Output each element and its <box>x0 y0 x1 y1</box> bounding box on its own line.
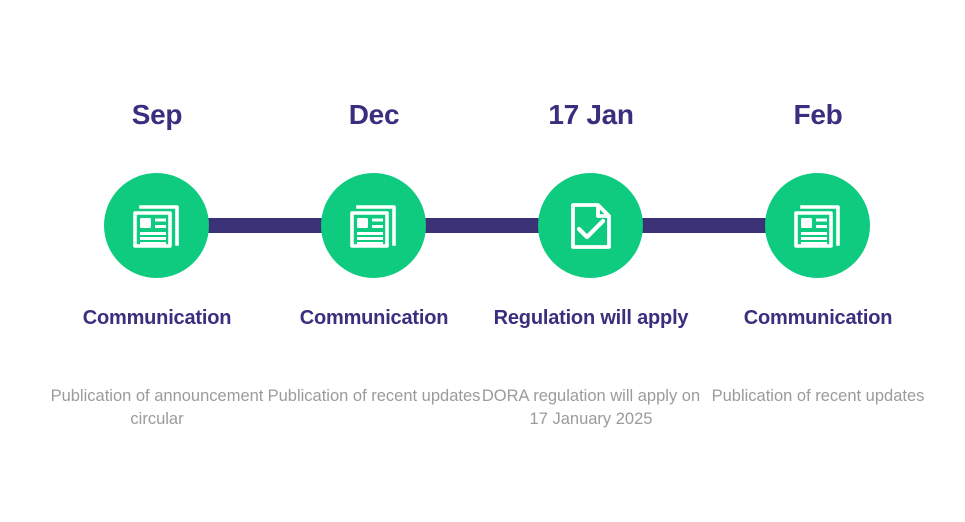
milestone-date: Dec <box>348 99 400 130</box>
milestone-17-jan[interactable]: 17 Jan Regulation will apply DORA regula… <box>481 0 701 522</box>
milestone-icon-circle[interactable] <box>765 173 870 278</box>
milestone-title: Regulation will apply <box>493 307 689 329</box>
milestone-description: Publication of announcement circular <box>50 387 264 428</box>
milestone-sep[interactable]: Sep Communi <box>47 0 267 522</box>
milestone-title: Communication <box>82 307 232 329</box>
milestone-title: Communication <box>743 307 893 329</box>
document-check-icon <box>562 197 620 255</box>
milestone-icon-circle[interactable] <box>104 173 209 278</box>
newspaper-icon <box>789 197 847 255</box>
milestone-dec[interactable]: Dec Communication Publication of recent … <box>264 0 484 522</box>
milestone-date: Sep <box>131 99 183 130</box>
milestone-feb[interactable]: Feb Communication Publication of recent … <box>708 0 928 522</box>
milestone-description: Publication of recent updates <box>711 387 925 405</box>
milestone-icon-circle[interactable] <box>321 173 426 278</box>
milestone-description: Publication of recent updates <box>267 387 481 405</box>
newspaper-icon <box>128 197 186 255</box>
milestone-icon-circle[interactable] <box>538 173 643 278</box>
newspaper-icon <box>345 197 403 255</box>
milestone-description: DORA regulation will apply on 17 January… <box>481 387 701 428</box>
milestone-title: Communication <box>299 307 449 329</box>
milestone-date: Feb <box>793 99 843 130</box>
milestone-date: 17 Jan <box>548 99 634 130</box>
